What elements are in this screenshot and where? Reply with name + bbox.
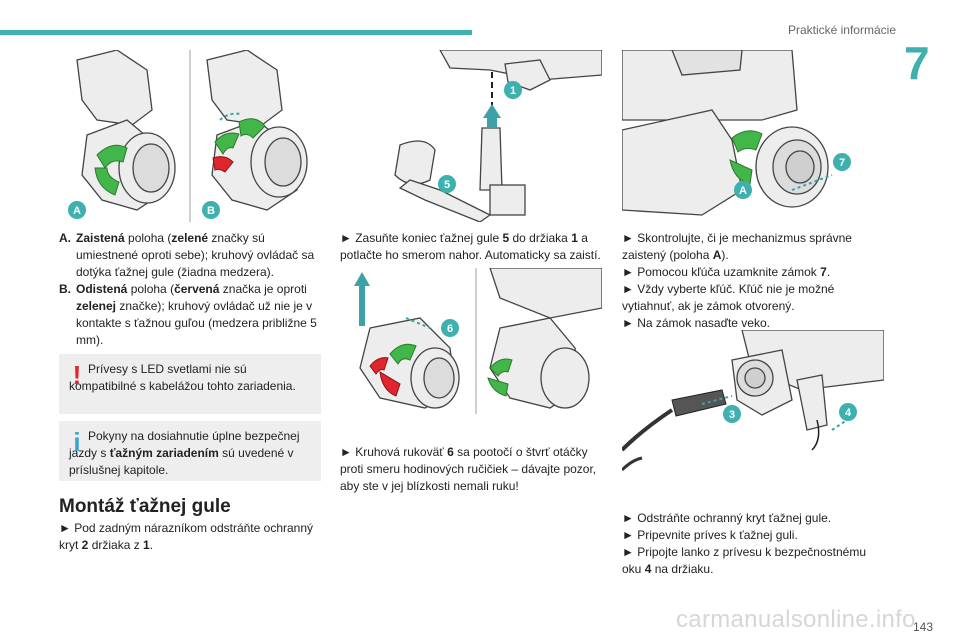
figure-label-a (68, 201, 86, 219)
svg-text:6: 6 (447, 323, 453, 335)
steps-lock: ► Skontrolujte, či je mechanizmus správn… (622, 230, 884, 332)
header-accent-bar (0, 30, 472, 35)
figure-label-a2 (734, 181, 752, 199)
definition-b: B.Odistená poloha (červená značka je opr… (59, 282, 317, 347)
chapter-number: 7 (904, 37, 930, 89)
definition-a: A.Zaistená poloha (zelené značky sú umie… (59, 231, 315, 279)
step-remove-cover: ► Pod zadným nárazníkom odstráňte ochran… (59, 521, 314, 552)
watermark: carmanualsonline.info (676, 606, 916, 633)
page-number: 143 (912, 620, 933, 634)
warning-box: ! Prívesy s LED svetlami nie sú kompatib… (59, 354, 321, 414)
svg-text:4: 4 (845, 407, 852, 419)
figure-knob-rotation: 6 (340, 268, 602, 414)
info-icon: i (73, 427, 81, 457)
section-heading: Montáž ťažnej gule (59, 496, 231, 517)
figure-label-b (202, 201, 220, 219)
step-check-lock: ► Skontrolujte, či je mechanizmus správn… (622, 231, 852, 262)
info-box: i Pokyny na dosiahnutie úplne bezpečnej … (59, 421, 321, 481)
figure-trailer-connection: 3 4 (622, 330, 884, 500)
figure-label-1 (504, 81, 522, 99)
figure-insert-tow-ball: 1 5 (340, 50, 602, 222)
figure-label-6 (441, 319, 459, 337)
svg-text:3: 3 (729, 409, 735, 421)
steps-connect: ► Odstráňte ochranný kryt ťažnej gule. ►… (622, 510, 884, 578)
step-fit-cap: ► Na zámok nasaďte veko. (622, 316, 770, 330)
position-definitions: A.Zaistená poloha (zelené značky sú umie… (59, 230, 321, 349)
figure-label-5 (438, 175, 456, 193)
info-text: Pokyny na dosiahnutie úplne bezpečnej ja… (69, 429, 300, 477)
step-insert-ball: ► Zasuňte koniec ťažnej gule 5 do držiak… (340, 231, 601, 262)
step-attach-trailer: ► Pripevnite príves k ťažnej guli. (622, 528, 798, 542)
figure-label-7 (833, 153, 851, 171)
svg-text:A: A (739, 185, 747, 197)
svg-text:B: B (207, 205, 215, 217)
step-lock-key: ► Pomocou kľúča uzamknite zámok 7. (622, 265, 831, 279)
figure-label-3 (723, 405, 741, 423)
figure-lock-key: 7 A (622, 50, 884, 220)
svg-text:5: 5 (444, 179, 450, 191)
section-title: Praktické informácie (787, 23, 896, 37)
svg-text:A: A (73, 205, 81, 217)
svg-text:1: 1 (510, 85, 516, 97)
step-attach-cable: ► Pripojte lanko z prívesu k bezpečnostn… (622, 545, 867, 576)
figure-knob-positions: A B (57, 50, 323, 222)
step-knob-rotation: ► Kruhová rukoväť 6 sa pootočí o štvrť o… (340, 445, 597, 493)
warning-icon: ! (72, 360, 82, 390)
figure-label-4 (839, 403, 857, 421)
step-remove-ball-cover: ► Odstráňte ochranný kryt ťažnej gule. (622, 511, 832, 525)
warning-text: Prívesy s LED svetlami nie sú kompatibil… (69, 362, 296, 393)
svg-text:7: 7 (839, 157, 845, 169)
step-remove-key: ► Vždy vyberte kľúč. Kľúč nie je možné v… (622, 282, 835, 313)
